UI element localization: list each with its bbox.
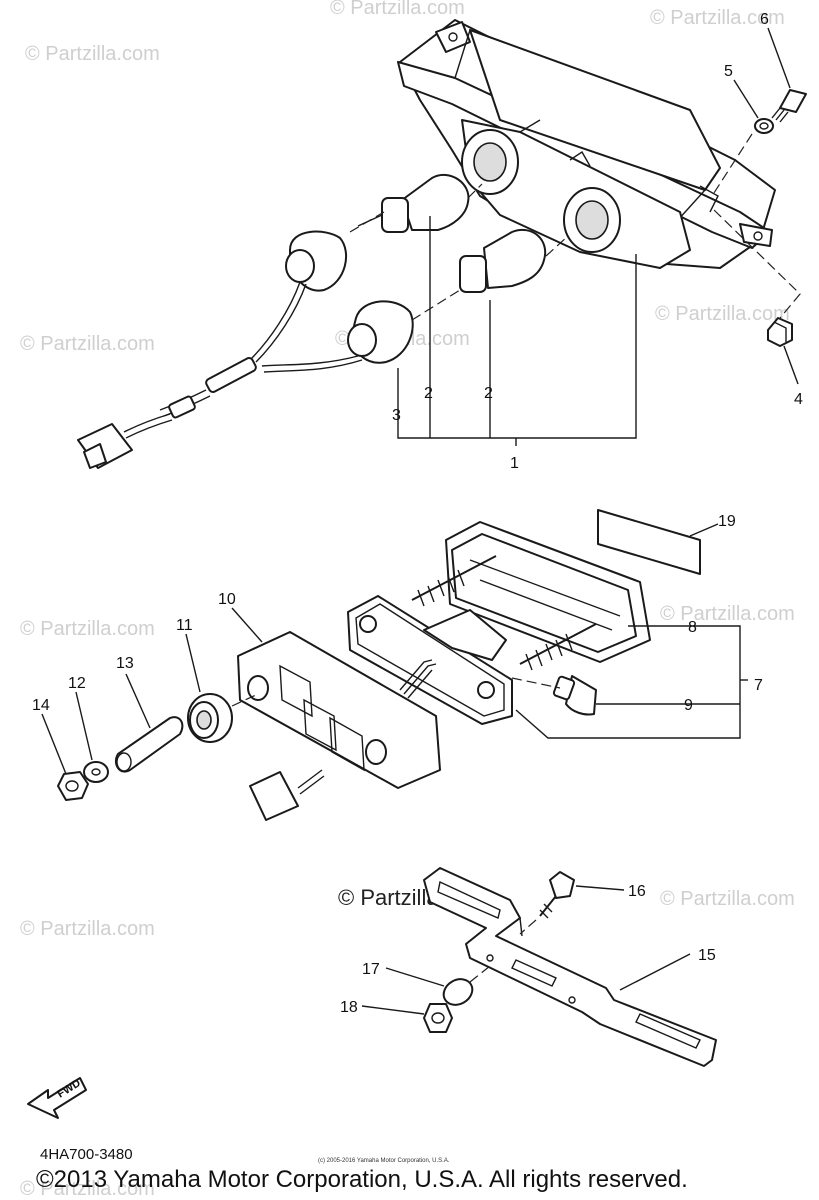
callout-5: 5 — [724, 63, 733, 80]
callout-7: 7 — [754, 677, 763, 694]
small-copyright: (c) 2005-2016 Yamaha Motor Corporation, … — [318, 1158, 450, 1164]
decal-part-19 — [597, 509, 701, 575]
lens-housing-part-8 — [445, 521, 651, 663]
nut-part-18 — [423, 1003, 453, 1033]
screw-part-6 — [771, 89, 807, 123]
base-plate — [347, 595, 513, 725]
callout-2: 2 — [484, 385, 493, 402]
fwd-arrow-icon: FWD — [27, 1077, 87, 1119]
callout-16: 16 — [628, 883, 646, 900]
callout-8: 8 — [688, 619, 697, 636]
callout-18: 18 — [340, 999, 358, 1016]
watermark: © Partzilla.com — [650, 7, 785, 29]
watermark: © Partzilla.com — [20, 918, 155, 940]
bulb-part-2 — [459, 229, 547, 293]
callouts: 1 2 2 3 4 5 6 7 8 9 10 11 12 13 14 15 16… — [32, 11, 803, 1016]
callout-11: 11 — [176, 617, 193, 634]
watermark: © Partzilla.com — [660, 888, 795, 910]
watermark: © Partzilla.com — [20, 1178, 155, 1200]
washer-part-12 — [83, 761, 109, 783]
callout-1: 1 — [510, 455, 519, 472]
callout-12: 12 — [68, 675, 86, 692]
watermark-layer: © Partzilla.com © Partzilla.com © Partzi… — [20, 0, 795, 1200]
callout-19: 19 — [718, 513, 736, 530]
footer-copyright: ©2013 Yamaha Motor Corporation, U.S.A. A… — [36, 1166, 688, 1193]
watermark: © Partzilla.com — [25, 43, 160, 65]
socket-harness-part-3 — [77, 230, 414, 469]
callout-2: 2 — [424, 385, 433, 402]
rear-housing-part-10 — [237, 631, 441, 789]
watermark: © Partzilla.com — [655, 303, 790, 325]
washer-part-17 — [442, 978, 474, 1006]
callout-17: 17 — [362, 961, 380, 978]
callout-13: 13 — [116, 655, 134, 672]
connector — [249, 769, 325, 821]
wedge-bulb-part-9 — [552, 675, 597, 716]
callout-10: 10 — [218, 591, 236, 608]
tail-light-housing — [397, 19, 776, 269]
washer-part-5 — [754, 118, 774, 134]
bulb-part-2 — [357, 173, 470, 233]
figure-code: 4HA700-3480 — [40, 1146, 133, 1163]
nut-part-14 — [57, 771, 89, 801]
watermark: © Partzilla.com — [20, 333, 155, 355]
nut-part-4 — [767, 317, 793, 347]
callout-9: 9 — [684, 697, 693, 714]
watermark: © Partzilla.com — [660, 603, 795, 625]
collar-part-13 — [114, 716, 184, 773]
grommet-part-11 — [187, 693, 233, 743]
watermark: © Partzilla.com — [330, 0, 465, 19]
callout-15: 15 — [698, 947, 716, 964]
watermark: © Partzilla.com — [20, 618, 155, 640]
callout-14: 14 — [32, 697, 50, 714]
bolt-part-16 — [539, 871, 575, 919]
callout-6: 6 — [760, 11, 769, 28]
callout-4: 4 — [794, 391, 803, 408]
callout-3: 3 — [392, 407, 401, 424]
